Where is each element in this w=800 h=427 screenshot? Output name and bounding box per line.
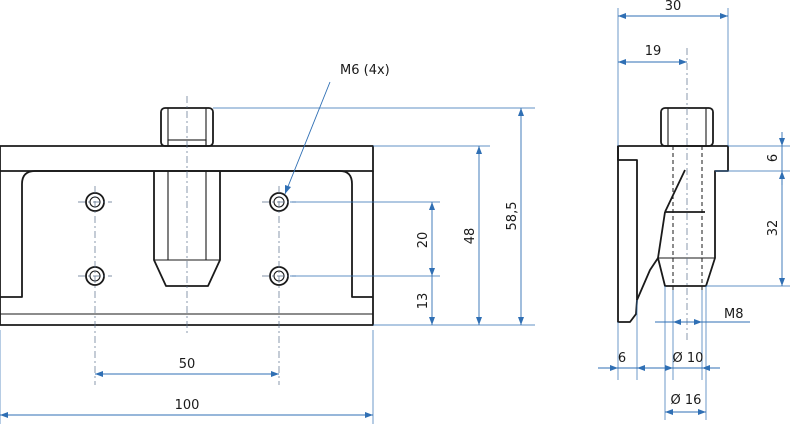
dim-dia-large: Ø 16: [671, 393, 702, 408]
front-centerlines: [78, 96, 296, 385]
side-chamfer: [657, 211, 705, 259]
side-view: [617, 48, 729, 340]
dim-top-flange: 6: [766, 154, 781, 162]
dim-base-height: 48: [463, 228, 478, 245]
dim-foot: 6: [618, 351, 626, 366]
front-dimensions: M6 (4x) 20 13 48 58,5 50 100: [0, 63, 535, 424]
dim-axis-offset: 19: [645, 44, 662, 59]
dim-hole-spacing-vertical: 20: [416, 232, 431, 249]
dim-hole-spacing-horizontal: 50: [179, 357, 196, 372]
dim-body-height: 32: [766, 220, 781, 237]
dim-bottom-to-hole: 13: [416, 293, 431, 310]
dim-total-height: 58,5: [505, 202, 520, 231]
side-inner-slope: [617, 146, 638, 300]
side-hidden-thread: [672, 146, 703, 290]
front-view: [0, 96, 374, 385]
side-slope: [664, 169, 686, 213]
dim-total-width: 100: [175, 398, 200, 413]
front-inner-window: [0, 170, 373, 298]
front-top-bar: [0, 145, 374, 172]
dim-thread: M8: [724, 307, 744, 322]
front-body-outline: [0, 171, 374, 326]
thread-callout-label: M6 (4x): [340, 63, 390, 78]
dim-dia-small: Ø 10: [673, 351, 704, 366]
side-dimensions: 30 19 6 32 M8 6 Ø 10 Ø 16: [598, 0, 790, 420]
dim-total-depth: 30: [665, 0, 682, 14]
bolt-thread-line: [167, 171, 207, 260]
